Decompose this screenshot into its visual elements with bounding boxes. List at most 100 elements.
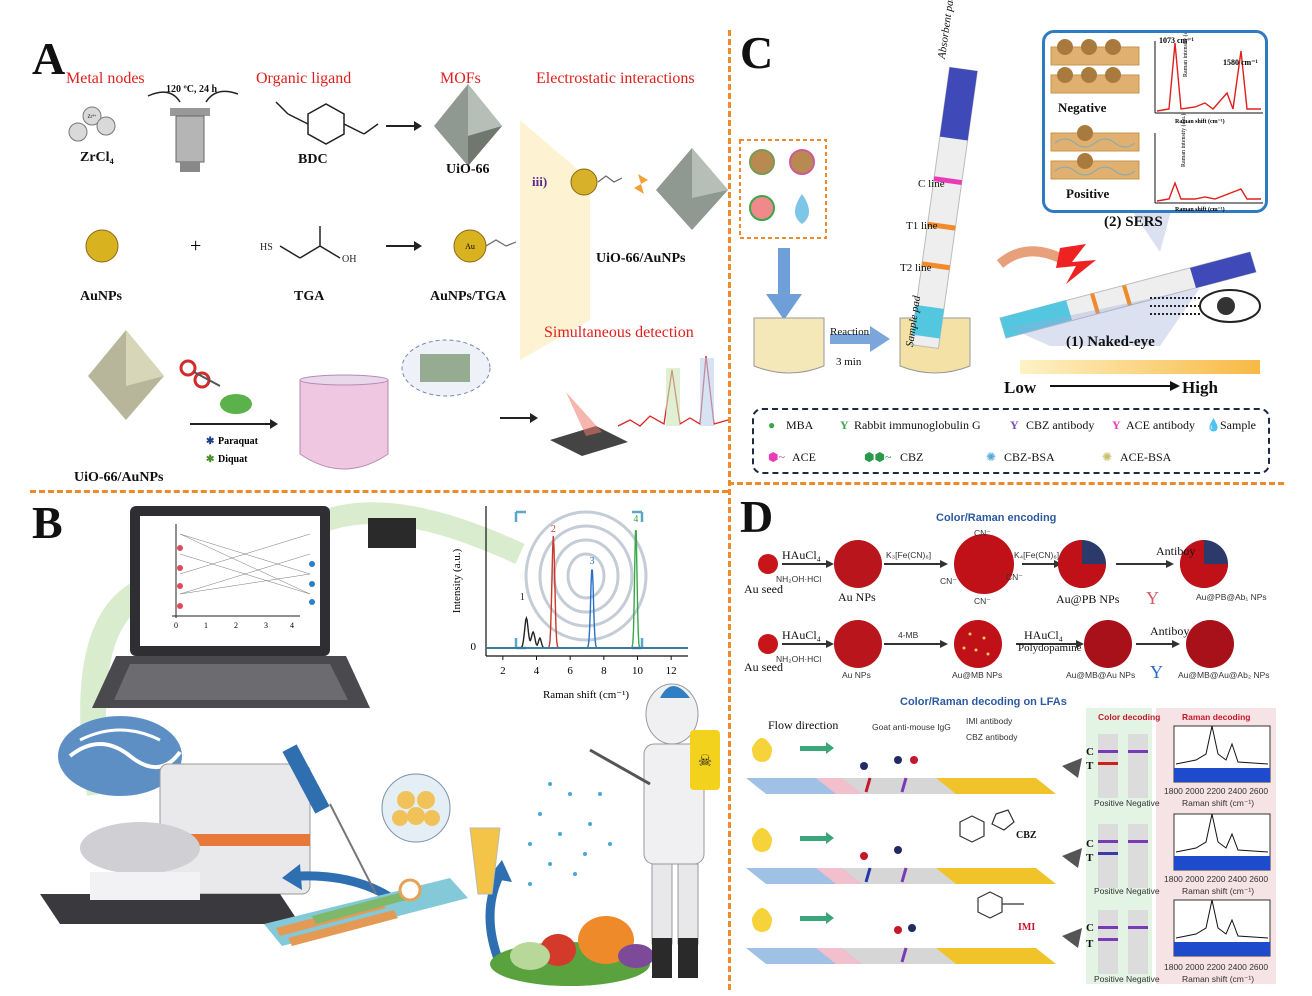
- row1-tick-2: 2200: [1206, 786, 1226, 796]
- conditions-label: 120 ºC, 24 h: [166, 84, 218, 95]
- raman-intensity-pos: Raman intensity (a.u.): [1180, 114, 1187, 167]
- r2-au-seed: Au seed: [744, 660, 783, 674]
- raman-xtick-label-3: 8: [601, 665, 607, 677]
- row2-tick-1: 2000: [1185, 874, 1205, 884]
- raman-instrument-icon: [40, 763, 311, 924]
- raman-peak-label-3: 3: [590, 556, 595, 567]
- row2-negative-label: Negative: [1126, 886, 1160, 896]
- row2-ticks: 1800 2000 2200 2400 2600: [1164, 874, 1268, 884]
- r1-k3: K₃[Fe(CN)₆]: [886, 550, 932, 560]
- svg-text:HS: HS: [260, 242, 273, 253]
- lfa-strip-tilted: [999, 251, 1257, 339]
- row1-tick-3: 2400: [1227, 786, 1247, 796]
- raman-decoding-plots: [1173, 725, 1271, 957]
- imi-molecule-icon: [977, 891, 1024, 919]
- r1-au-nps: Au NPs: [838, 590, 876, 604]
- laptop-tick-0: 0: [174, 621, 178, 630]
- raman-peak-label-4: 4: [633, 514, 638, 525]
- raman-peak-label-2: 2: [551, 524, 556, 535]
- row3-tick-2: 2200: [1206, 962, 1226, 972]
- raman-y-zero: 0: [471, 641, 477, 653]
- row1-tick-1: 2000: [1185, 786, 1205, 796]
- r2-nh2oh: NH₂OH·HCl: [776, 654, 822, 664]
- zr-ion-text: Zr⁴⁺: [87, 114, 96, 120]
- panel-b-graphics: 0 1 2 3 4: [40, 502, 720, 986]
- decoding-graphics: [746, 708, 1276, 984]
- vegetables-icon: [490, 916, 654, 986]
- aunp-small-icon: [570, 168, 598, 196]
- uio66-aunps-octahedron-icon: [88, 330, 164, 420]
- legend-mba-icon: ●: [768, 418, 776, 432]
- color-decoding-label: Color decoding: [1098, 712, 1161, 722]
- laptop-tick-4: 4: [290, 621, 294, 630]
- peak-1073-label: 1073 cm⁻¹: [1159, 36, 1194, 45]
- reagent-np-1: [749, 149, 775, 175]
- laptop-tick-1: 1: [204, 621, 208, 630]
- legend-ace-antibody-icon: Y: [1112, 418, 1121, 432]
- zrcl4-label: ZrCl₄: [80, 150, 114, 165]
- lfa-row-3: [746, 908, 1056, 964]
- reaction-time-label: 3 min: [836, 356, 862, 368]
- lightning-icon: [634, 174, 648, 194]
- aunps-label: AuNPs: [80, 289, 123, 304]
- legend-cbz: CBZ: [900, 450, 924, 464]
- r1-k4: K₄[Fe(CN)₆]: [1014, 550, 1060, 560]
- spray-droplets: [528, 782, 612, 886]
- t2-line-label: T2 line: [900, 262, 932, 274]
- raman-series-3: [486, 569, 688, 649]
- svg-text:✱: ✱: [206, 436, 215, 447]
- row2-c-label: C: [1086, 838, 1094, 850]
- vegetable-leaf-icon: [220, 394, 252, 414]
- legend-ace-bsa: ACE-BSA: [1120, 450, 1172, 464]
- naked-eye-label: (1) Naked-eye: [1066, 334, 1155, 350]
- r2-polydopamine: Polydopamine: [1018, 642, 1082, 654]
- r1-antibody: Antiboy: [1156, 544, 1196, 558]
- reaction-beaker-icon: [753, 317, 825, 374]
- zrcl4-spheres-icon: Zr⁴⁺: [68, 106, 116, 142]
- centrifuge-tube-icon: [469, 827, 501, 895]
- simultaneous-label: Simultaneous detection: [544, 324, 694, 341]
- aunps-sphere-icon: [85, 229, 119, 263]
- legend-cbz-bsa: CBZ-BSA: [1004, 450, 1055, 464]
- legend-mba: MBA: [786, 418, 814, 432]
- row2-tick-4: 2600: [1249, 874, 1269, 884]
- uio66-aunps-label: UiO-66/AuNPs: [596, 251, 686, 266]
- legend-sample-icon: 💧: [1206, 418, 1221, 432]
- panel-letter-c: C: [740, 27, 774, 78]
- raman-shift-neg: Raman shift (cm⁻¹): [1175, 118, 1225, 125]
- autoclave-icon: [147, 90, 239, 172]
- decoding-title: Color/Raman decoding on LFAs: [900, 696, 1067, 708]
- encoding-title: Color/Raman encoding: [936, 512, 1057, 524]
- row2-positive-label: Positive: [1094, 886, 1124, 896]
- c-line-label: C line: [918, 178, 945, 190]
- charged-uio66-icon: [656, 148, 728, 230]
- au-text: Au: [465, 242, 475, 251]
- row3-tick-4: 2600: [1249, 962, 1269, 972]
- row1-c-label: C: [1086, 746, 1094, 758]
- sample-drop-icon: [795, 194, 809, 224]
- r1-cn-bottom: CN⁻: [974, 596, 991, 606]
- raman-xtick-label-1: 4: [534, 665, 540, 677]
- row3-t-label: T: [1086, 938, 1094, 950]
- cbz-molecule-label: CBZ: [1016, 830, 1037, 841]
- legend-igg-icon: Y: [840, 418, 849, 432]
- step-iii-label: iii): [532, 174, 547, 189]
- aunps-tga-label: AuNPs/TGA: [430, 289, 507, 304]
- row1-negative-label: Negative: [1126, 798, 1160, 808]
- imi-molecule-label: IMI: [1018, 922, 1036, 933]
- r2-au-nps: Au NPs: [842, 670, 871, 680]
- sers-result-box: 1073 cm⁻¹ 1580 cm⁻¹ Raman intensity (a.u…: [1042, 24, 1268, 213]
- chip-icon: [368, 518, 416, 548]
- legend-ace-antibody: ACE antibody: [1126, 418, 1195, 432]
- row1-t-label: T: [1086, 760, 1094, 772]
- pipette-icon: [282, 744, 377, 895]
- raman-intensity-neg: Raman intensity (a.u.): [1182, 33, 1189, 77]
- substrate-icon: [550, 426, 628, 456]
- imi-ab-label: IMI antibody: [966, 716, 1013, 726]
- row1-tick-4: 2600: [1249, 786, 1269, 796]
- reagent-np-3: [749, 195, 775, 221]
- uio66-octahedron-icon: [434, 84, 502, 166]
- diquat-label: Diquat: [218, 454, 248, 465]
- panel-letter-b: B: [32, 497, 63, 548]
- legend-cbz-icon: ⬢⬢~: [864, 450, 892, 464]
